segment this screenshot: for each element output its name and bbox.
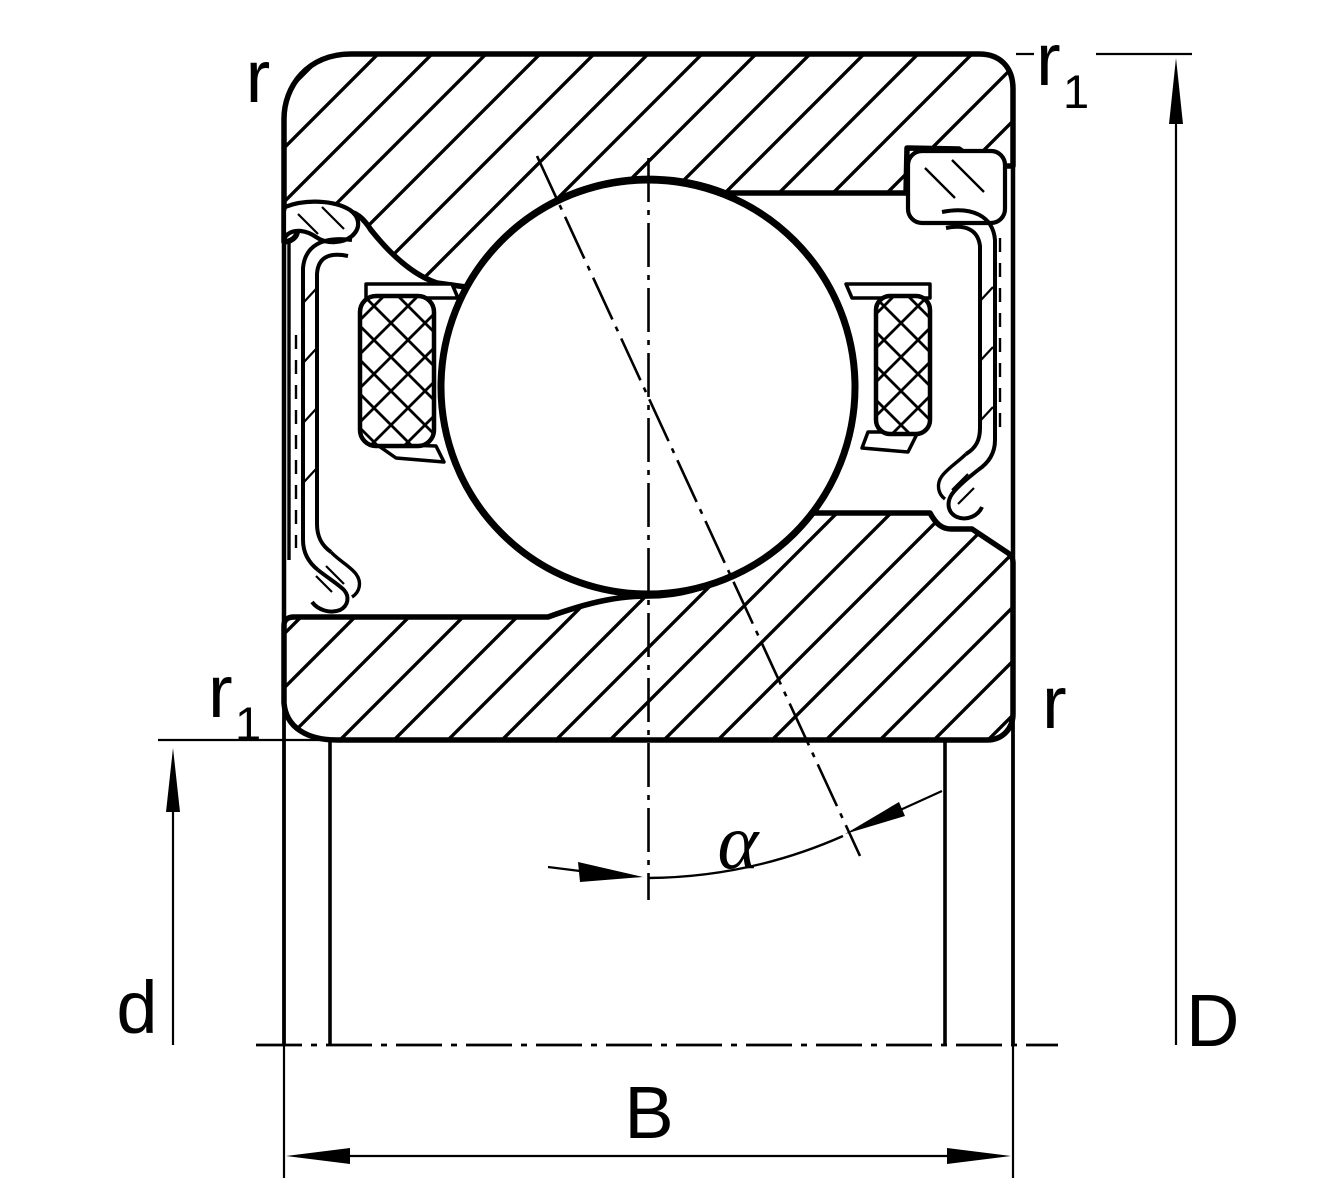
- label-r-top-left: r: [246, 35, 271, 118]
- seal-right-plate-inner: [945, 224, 982, 456]
- label-d: d: [116, 966, 157, 1049]
- seal-left: [281, 199, 362, 614]
- B-arrowhead-left: [286, 1148, 350, 1164]
- label-r-bottom-right: r: [1042, 661, 1067, 744]
- label-r1-top-right-sub: 1: [1063, 65, 1089, 118]
- label-D: D: [1186, 979, 1239, 1062]
- angle-arrow-right: [845, 802, 905, 834]
- cage-right: [844, 282, 933, 454]
- seal-right: [905, 148, 1008, 521]
- dimension-d: [158, 738, 333, 1045]
- seal-left-lip: [310, 568, 350, 614]
- labels: r r 1 r 1 r d D B α: [116, 18, 1239, 1154]
- label-r1-bottom-left: r: [208, 650, 233, 733]
- seal-right-plate-outer: [941, 208, 997, 472]
- seal-left-plate-outer: [301, 237, 353, 572]
- label-r1-bottom-left-sub: 1: [235, 697, 261, 750]
- seal-left-bead: [281, 199, 361, 245]
- d-arrowhead: [166, 748, 180, 812]
- label-r1-top-right: r: [1036, 18, 1061, 101]
- angle-arrow-right-tail: [897, 789, 943, 813]
- seal-right-lip: [946, 468, 984, 521]
- label-B: B: [624, 1071, 673, 1154]
- contact-angle-line: [535, 155, 862, 857]
- D-arrowhead: [1169, 58, 1183, 124]
- cage-left: [357, 282, 460, 464]
- angle-dimension: [547, 789, 943, 882]
- label-alpha: α: [718, 798, 761, 885]
- seal-left-plate-inner: [315, 252, 349, 554]
- angle-arrow-left: [578, 862, 643, 882]
- face-edges: [281, 164, 1016, 1046]
- dimension-B: [282, 1046, 1015, 1178]
- centerlines: [256, 155, 1058, 1047]
- B-arrowhead-right: [947, 1148, 1011, 1164]
- angle-arc: [647, 834, 844, 880]
- dimension-D: [1016, 52, 1192, 1045]
- seal-right-bead: [905, 148, 1008, 226]
